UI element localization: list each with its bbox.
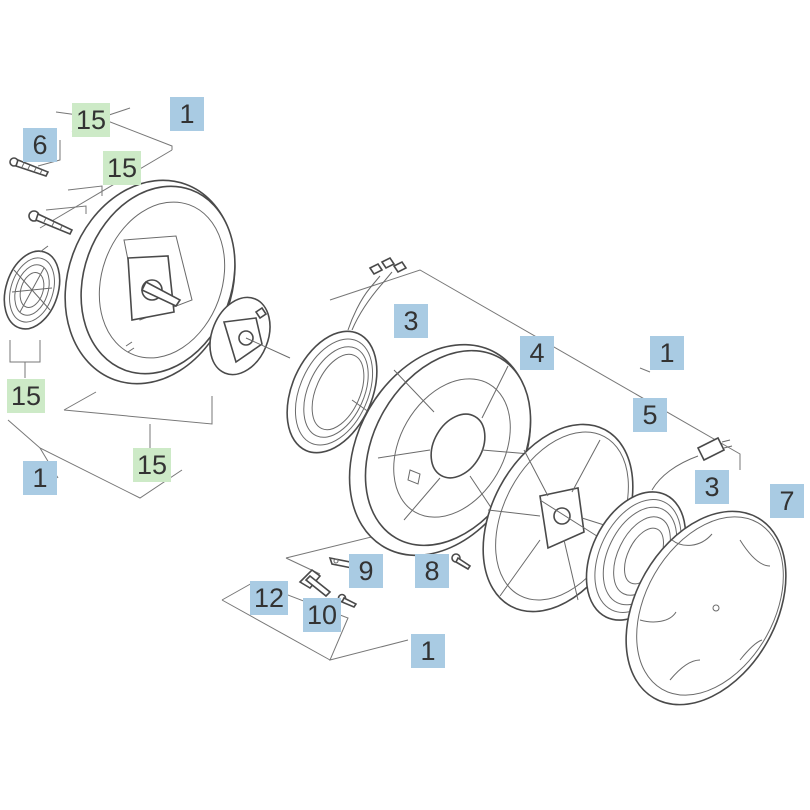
callout-3-cable: 3 [695,470,729,504]
reel-drum-part [348,343,532,557]
screw-part-6 [9,157,50,177]
callout-8: 8 [415,554,449,588]
hub-plate-part [209,296,291,376]
front-cover-part [625,510,787,706]
callout-15-top: 15 [72,103,110,137]
screw-part-15 [28,210,74,236]
callout-15-mid: 15 [103,151,141,185]
callout-1-bottom: 1 [411,634,445,668]
spring-cassette-part [3,245,61,330]
cable-coil-part [286,256,408,454]
callout-1-left: 1 [23,461,57,495]
callout-1-top: 1 [170,97,204,131]
callout-15-bottom: 15 [133,448,171,482]
knob-part-12 [298,568,332,598]
callout-1-right: 1 [650,336,684,370]
callout-15-left: 15 [7,379,45,413]
callout-3-coil: 3 [394,304,428,338]
callout-7: 7 [770,484,804,518]
housing-drum-part [64,179,236,385]
screw-part-8 [451,553,472,571]
callout-4: 4 [520,336,554,370]
callout-6: 6 [23,128,57,162]
screw-part-10 [337,593,358,608]
callout-5: 5 [633,398,667,432]
callout-9: 9 [349,554,383,588]
callout-12: 12 [250,581,288,615]
callout-10: 10 [303,598,341,632]
